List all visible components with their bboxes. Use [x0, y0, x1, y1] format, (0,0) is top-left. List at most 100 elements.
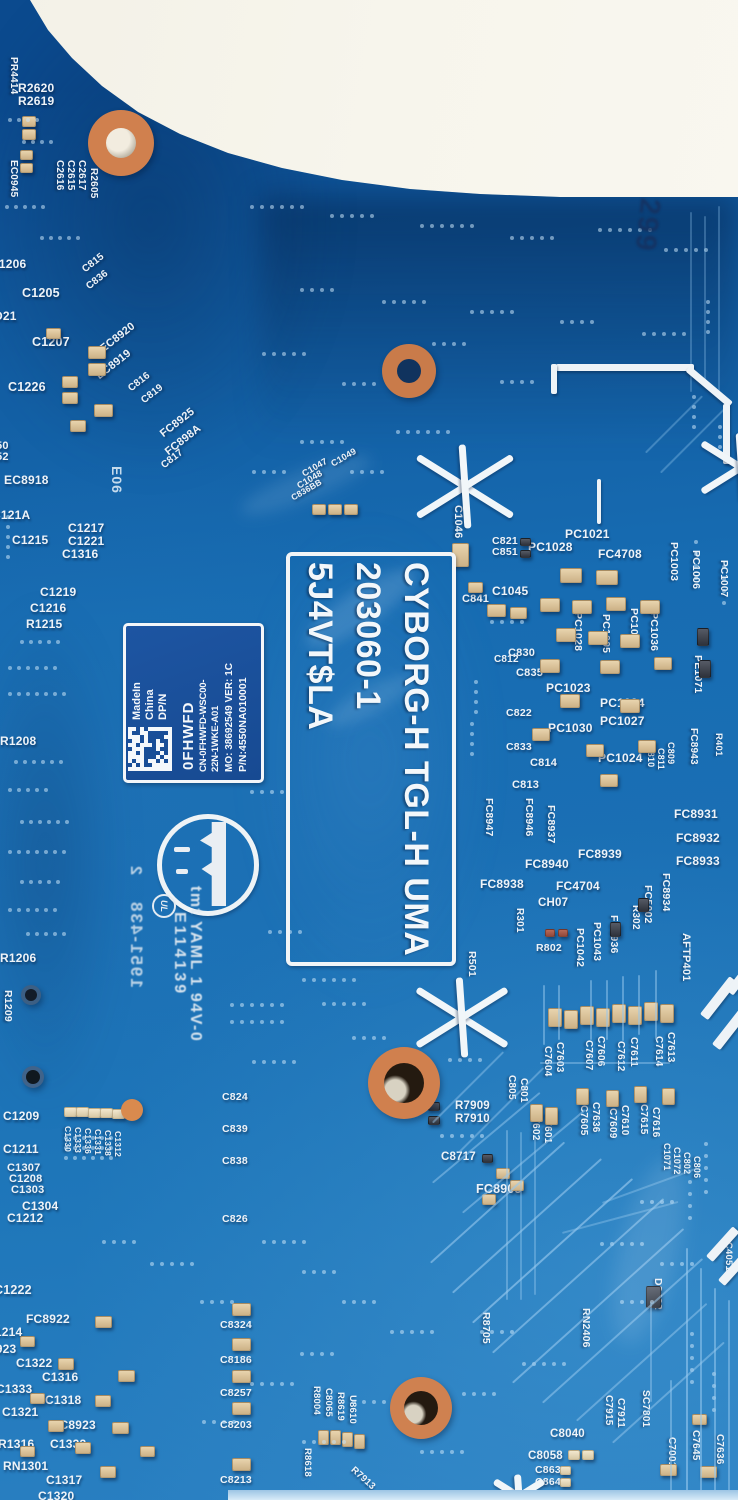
smd-component — [100, 1466, 116, 1478]
mounting-hole — [88, 110, 154, 176]
smd-component — [660, 1464, 677, 1476]
trace-line — [492, 1198, 665, 1354]
part-number-text-block: CYBORG-H TGL-H UMA 203060-1 5J4VT$LA — [290, 556, 444, 957]
smd-component — [564, 1010, 578, 1029]
silkscreen-label: C8186 — [220, 1354, 252, 1366]
silkscreen-label: C839 — [222, 1123, 248, 1135]
silkscreen-label: C7612 — [615, 1041, 626, 1072]
sticker-cn-line1: CN-0FHWFD-WSC00- — [198, 679, 209, 772]
smd-component — [487, 604, 506, 617]
smd-component — [556, 628, 576, 642]
silkscreen-label: C822 — [506, 707, 532, 719]
smd-component — [482, 1194, 496, 1205]
smd-component — [660, 1004, 674, 1023]
silkscreen-line — [556, 364, 694, 371]
silkscreen-label: C824 — [222, 1091, 248, 1103]
silkscreen-label: C1212 — [7, 1211, 44, 1225]
silkscreen-label: C1211 — [3, 1142, 39, 1156]
silkscreen-label: R1214 — [0, 1325, 23, 1339]
silkscreen-label: C809 — [666, 742, 676, 765]
silkscreen-label: C1208 — [9, 1173, 43, 1185]
wave-dash — [174, 847, 190, 852]
smd-component — [95, 1316, 112, 1328]
silkscreen-label: C826 — [222, 1213, 248, 1225]
handwritten-marking: 1299 — [628, 178, 668, 255]
sticker-part-code: 0FHWFD — [180, 701, 197, 771]
silkscreen-label: C8635 — [535, 1464, 567, 1476]
board-shading-topleft — [0, 0, 340, 480]
silkscreen-label: C7915 — [603, 1395, 614, 1426]
smd-component — [428, 1116, 440, 1125]
silkscreen-label: C806 — [692, 1156, 702, 1179]
smd-component — [586, 744, 604, 757]
silkscreen-label: FC8937 — [545, 805, 557, 844]
silkscreen-label: C1219 — [40, 585, 77, 599]
silkscreen-label: C1216 — [30, 601, 67, 615]
trace-line — [543, 985, 545, 1045]
silkscreen-label: C1318 — [45, 1393, 82, 1407]
smd-component — [70, 420, 86, 432]
smd-component — [699, 660, 711, 678]
silkscreen-label: C851 — [492, 546, 518, 558]
silkscreen-label: R2605 — [88, 168, 99, 199]
silkscreen-label: C7609 — [607, 1108, 618, 1139]
smd-component — [610, 922, 621, 937]
silkscreen-label: R2620 — [18, 81, 55, 95]
smd-component — [328, 504, 342, 515]
silkscreen-label: C8040 — [550, 1428, 585, 1440]
silkscreen-label: R8619 — [335, 1392, 346, 1421]
trace-line — [520, 1132, 522, 1300]
smd-component — [600, 660, 620, 674]
trace-line — [506, 1130, 508, 1300]
silkscreen-label: C8203 — [220, 1419, 252, 1431]
silkscreen-label: C7616 — [650, 1107, 661, 1138]
trace-line — [728, 1300, 730, 1500]
sticker-content: MadeIn China DP/N 0FHWFD CN-0FHWFD-WSC00… — [126, 626, 255, 774]
silkscreen-label: PC1043 — [591, 922, 603, 962]
smd-component — [118, 1370, 135, 1382]
smd-component — [30, 1393, 45, 1404]
silkscreen-label: C7645 — [690, 1430, 701, 1461]
silkscreen-label: FC4708 — [598, 547, 642, 561]
smd-component — [560, 694, 580, 708]
silkscreen-label: C2617 — [76, 160, 87, 191]
silkscreen-label: C7636 — [590, 1102, 601, 1133]
smd-component — [576, 1088, 589, 1105]
silkscreen-label: C1049 — [329, 446, 358, 469]
date-stamp-digit: 2 — [127, 866, 144, 875]
silkscreen-label: C8213 — [220, 1474, 252, 1486]
silkscreen-label: C1072 — [672, 1147, 682, 1175]
silkscreen-label: C1307 — [7, 1162, 41, 1174]
smd-component — [94, 404, 113, 417]
silkscreen-label: C8058 — [528, 1450, 563, 1462]
smd-component — [620, 634, 640, 648]
trace-line — [655, 970, 657, 1040]
smd-component — [20, 150, 33, 160]
silkscreen-label: C1333 — [0, 1382, 33, 1396]
smd-component — [654, 657, 672, 670]
board-model-text: CYBORG-H TGL-H UMA — [397, 562, 435, 957]
trace-line — [714, 1288, 716, 1498]
smd-component — [112, 1422, 129, 1434]
silkscreen-label: C1321 — [2, 1405, 39, 1419]
smd-component — [88, 363, 106, 376]
trace-line — [704, 216, 706, 386]
silkscreen-label: R7913 — [348, 1464, 378, 1493]
silkscreen-label: C1304 — [22, 1199, 59, 1213]
silkscreen-line — [712, 1009, 738, 1051]
silkscreen-label: R1206 — [0, 951, 37, 965]
smd-component — [46, 328, 61, 339]
silkscreen-label: R7910 — [455, 1113, 490, 1125]
silkscreen-label: R1215 — [26, 617, 63, 631]
silkscreen-label: C814 — [530, 757, 558, 769]
silkscreen-label: PC1023 — [546, 681, 591, 695]
silkscreen-label: R401 — [713, 733, 724, 757]
silkscreen-label: R8705 — [480, 1312, 492, 1344]
silkscreen-label: C1331 — [93, 1129, 103, 1156]
silkscreen-label: C1312 — [113, 1131, 123, 1158]
smd-component — [662, 1088, 675, 1105]
smd-component — [20, 1336, 35, 1347]
smd-component — [75, 1442, 91, 1454]
smd-component — [532, 728, 550, 741]
